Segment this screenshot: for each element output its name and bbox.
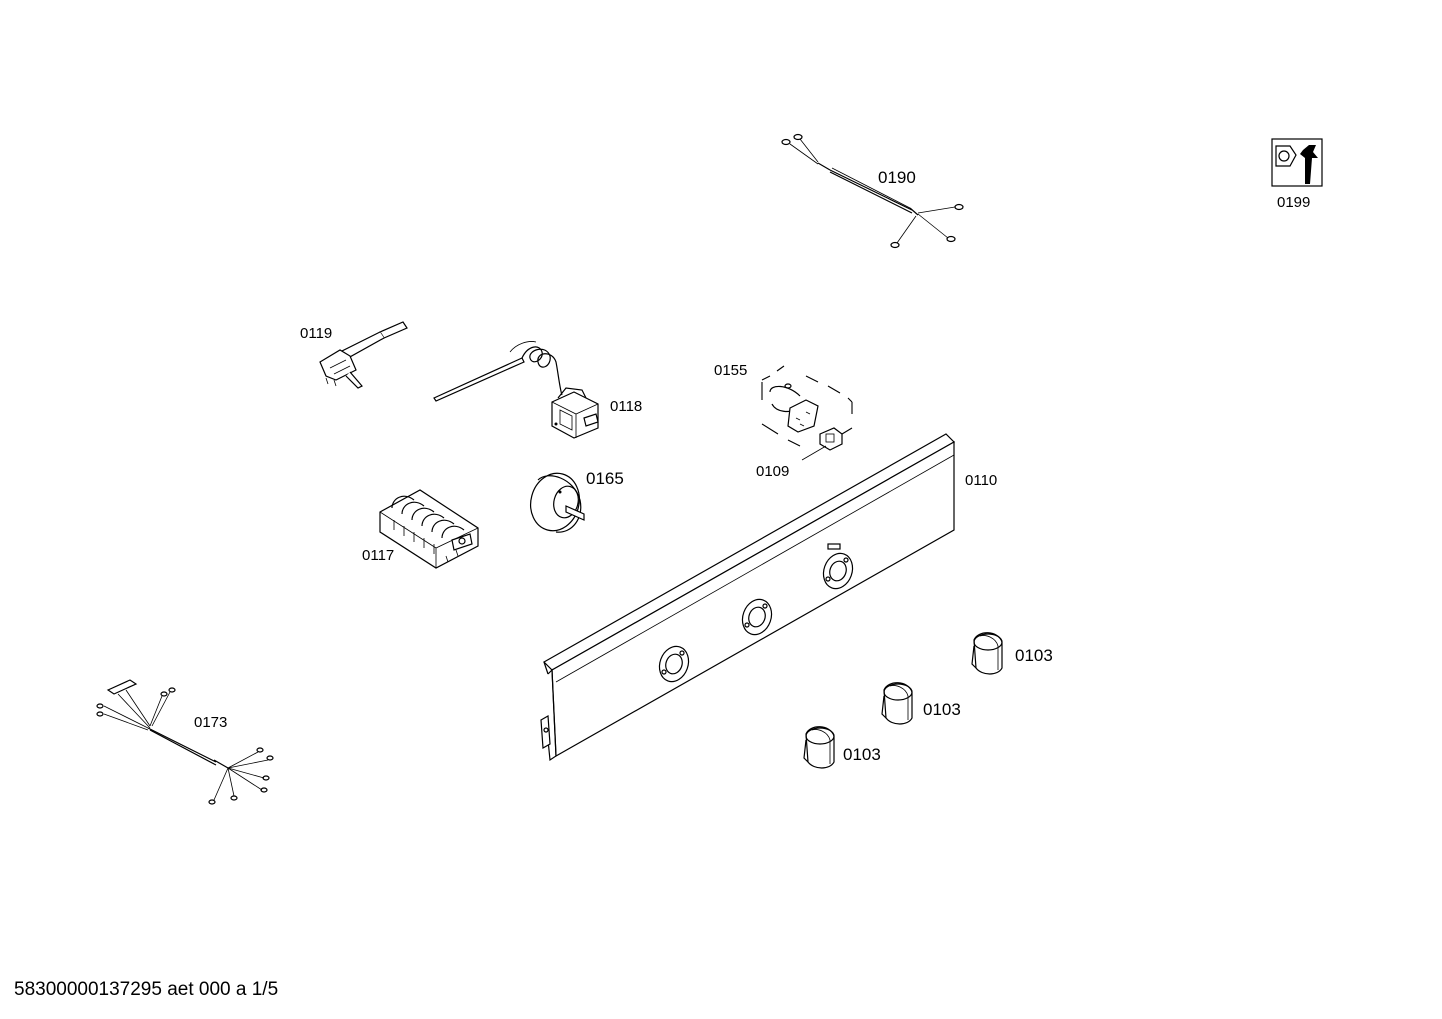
leader-0109 — [801, 445, 827, 461]
part-0119-bracket[interactable] — [319, 321, 408, 389]
label-0103-b: 0103 — [923, 700, 961, 719]
label-0119: 0119 — [300, 325, 332, 342]
part-0103-knob-1[interactable] — [971, 632, 1003, 675]
part-0190-cable[interactable] — [781, 133, 964, 249]
part-0117-switch[interactable] — [379, 489, 479, 569]
label-0118: 0118 — [610, 398, 642, 415]
label-0103-c: 0103 — [843, 745, 881, 764]
part-0110-control-panel[interactable] — [540, 433, 955, 762]
part-0103-knob-2[interactable] — [881, 682, 913, 725]
part-0118-thermostat[interactable] — [433, 341, 599, 439]
service-tools-icon[interactable] — [1271, 138, 1323, 187]
label-0165: 0165 — [586, 469, 624, 488]
part-0173-harness[interactable] — [96, 679, 274, 805]
panel-hole-3 — [822, 552, 854, 590]
label-0109: 0109 — [756, 463, 789, 480]
label-0173: 0173 — [194, 714, 227, 731]
part-0103-knob-3[interactable] — [803, 726, 835, 769]
label-0117: 0117 — [362, 547, 394, 564]
label-0190: 0190 — [878, 168, 916, 187]
drawing-number-footer: 58300000137295 aet 000 a 1/5 — [14, 979, 279, 1000]
label-0103-a: 0103 — [1015, 646, 1053, 665]
part-0165-timer[interactable] — [524, 468, 585, 536]
part-0155-housing[interactable] — [761, 365, 853, 451]
label-0110: 0110 — [965, 472, 997, 489]
label-0199: 0199 — [1277, 194, 1310, 211]
panel-hole-1 — [658, 645, 690, 683]
panel-hole-2 — [741, 598, 773, 636]
label-0155: 0155 — [714, 362, 747, 379]
